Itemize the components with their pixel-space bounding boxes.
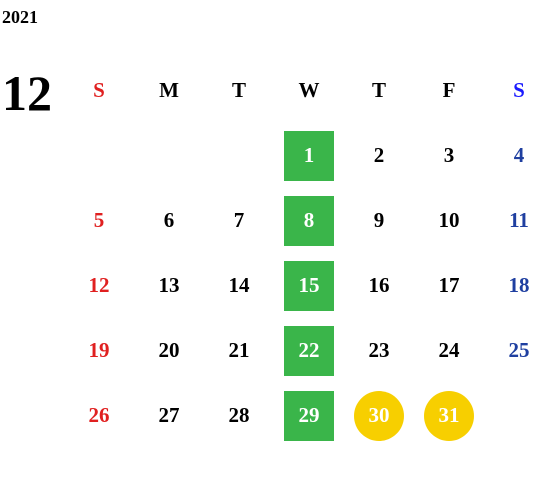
day-cell[interactable]: 28 (204, 383, 274, 448)
day-number: 17 (438, 273, 460, 297)
day-cell[interactable]: 31 (414, 383, 484, 448)
weekday-header-saturday: S (513, 78, 525, 102)
weekday-header-friday: F (442, 78, 456, 102)
day-cell[interactable]: 9 (344, 188, 414, 253)
day-cell-empty (134, 123, 204, 188)
day-number-highlighted: 22 (284, 325, 334, 376)
day-cell[interactable]: 13 (134, 253, 204, 318)
day-cell[interactable]: 22 (274, 318, 344, 383)
day-number: 18 (508, 273, 530, 297)
day-number: 26 (88, 403, 110, 427)
day-number: 27 (158, 403, 180, 427)
day-number: 9 (373, 208, 385, 232)
day-number: 10 (438, 208, 460, 232)
day-number: 24 (438, 338, 460, 362)
day-cell[interactable]: 17 (414, 253, 484, 318)
day-cell[interactable]: 12 (64, 253, 134, 318)
day-cell[interactable]: 18 (484, 253, 548, 318)
day-number-highlighted: 8 (284, 195, 334, 246)
weekday-header-monday: M (159, 78, 179, 102)
weekday-header-wednesday: W (298, 78, 320, 102)
day-cell-empty (64, 123, 134, 188)
day-cell[interactable]: 27 (134, 383, 204, 448)
day-cell[interactable]: 30 (344, 383, 414, 448)
day-number-highlighted: 29 (284, 390, 334, 441)
day-cell[interactable]: 3 (414, 123, 484, 188)
day-number: 21 (228, 338, 250, 362)
day-number: 7 (233, 208, 245, 232)
day-cell[interactable]: 5 (64, 188, 134, 253)
day-number: 28 (228, 403, 250, 427)
day-number: 12 (88, 273, 110, 297)
day-cell[interactable]: 23 (344, 318, 414, 383)
day-number: 6 (163, 208, 175, 232)
day-cell[interactable]: 1 (274, 123, 344, 188)
weekday-header-tuesday: T (231, 78, 246, 102)
day-cell[interactable]: 29 (274, 383, 344, 448)
day-number-circled: 30 (354, 390, 404, 441)
day-cell[interactable]: 2 (344, 123, 414, 188)
day-cell[interactable]: 25 (484, 318, 548, 383)
day-number: 23 (368, 338, 390, 362)
day-cell[interactable]: 16 (344, 253, 414, 318)
day-number: 16 (368, 273, 390, 297)
day-number: 4 (513, 143, 525, 167)
day-cell[interactable]: 21 (204, 318, 274, 383)
weekday-header-sunday: S (93, 78, 105, 102)
day-cell-empty (484, 383, 548, 448)
day-number: 25 (508, 338, 530, 362)
day-cell[interactable]: 4 (484, 123, 548, 188)
day-number: 20 (158, 338, 180, 362)
day-cell[interactable]: 15 (274, 253, 344, 318)
day-number: 5 (93, 208, 105, 232)
calendar-grid: S M T W T F S 1 2 3 4 5 6 7 8 9 10 11 12… (64, 58, 548, 448)
day-cell[interactable]: 8 (274, 188, 344, 253)
day-cell[interactable]: 7 (204, 188, 274, 253)
day-number-circled: 31 (424, 390, 474, 441)
day-number-highlighted: 1 (284, 130, 334, 181)
day-number: 2 (373, 143, 385, 167)
day-cell[interactable]: 6 (134, 188, 204, 253)
day-number: 13 (158, 273, 180, 297)
year-label: 2021 (2, 7, 38, 27)
day-number-highlighted: 15 (284, 260, 334, 311)
day-cell[interactable]: 14 (204, 253, 274, 318)
day-number: 19 (88, 338, 110, 362)
day-cell-empty (204, 123, 274, 188)
weekday-header-thursday: T (371, 78, 386, 102)
day-cell[interactable]: 20 (134, 318, 204, 383)
day-cell[interactable]: 26 (64, 383, 134, 448)
day-cell[interactable]: 10 (414, 188, 484, 253)
day-number: 3 (443, 143, 455, 167)
day-number: 14 (228, 273, 250, 297)
day-cell[interactable]: 24 (414, 318, 484, 383)
day-number: 11 (509, 208, 529, 232)
month-number: 12 (2, 65, 52, 121)
day-cell[interactable]: 11 (484, 188, 548, 253)
day-cell[interactable]: 19 (64, 318, 134, 383)
